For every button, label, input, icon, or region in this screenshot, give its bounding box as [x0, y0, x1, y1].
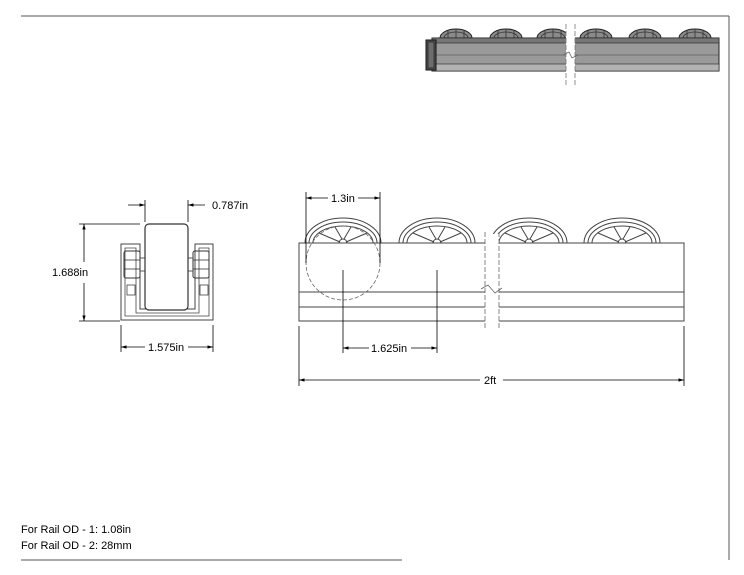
dim-label-1688: 1.688in	[52, 267, 88, 279]
dimension-1575: 1.575in	[120, 325, 214, 354]
dimension-1688: 1.688in	[52, 223, 140, 322]
end-view	[120, 223, 214, 321]
dimension-1625: 1.625in	[342, 270, 438, 355]
dim-label-2ft: 2ft	[484, 375, 496, 387]
dim-label-1625: 1.625in	[371, 343, 407, 355]
dim-label-0787: 0.787in	[212, 200, 248, 212]
dim-label-1575: 1.575in	[148, 342, 184, 354]
top-view	[425, 24, 720, 86]
side-view	[298, 217, 685, 330]
note-rail-od-2: For Rail OD - 2: 28mm	[21, 540, 132, 552]
note-rail-od-1: For Rail OD - 1: 1.08in	[21, 524, 132, 536]
dimension-2ft: 2ft	[298, 326, 685, 387]
dim-label-13: 1.3in	[331, 193, 355, 205]
sheet-border	[21, 15, 730, 561]
dimension-13: 1.3in	[305, 192, 381, 263]
dimension-0787: 0.787in	[128, 200, 248, 222]
